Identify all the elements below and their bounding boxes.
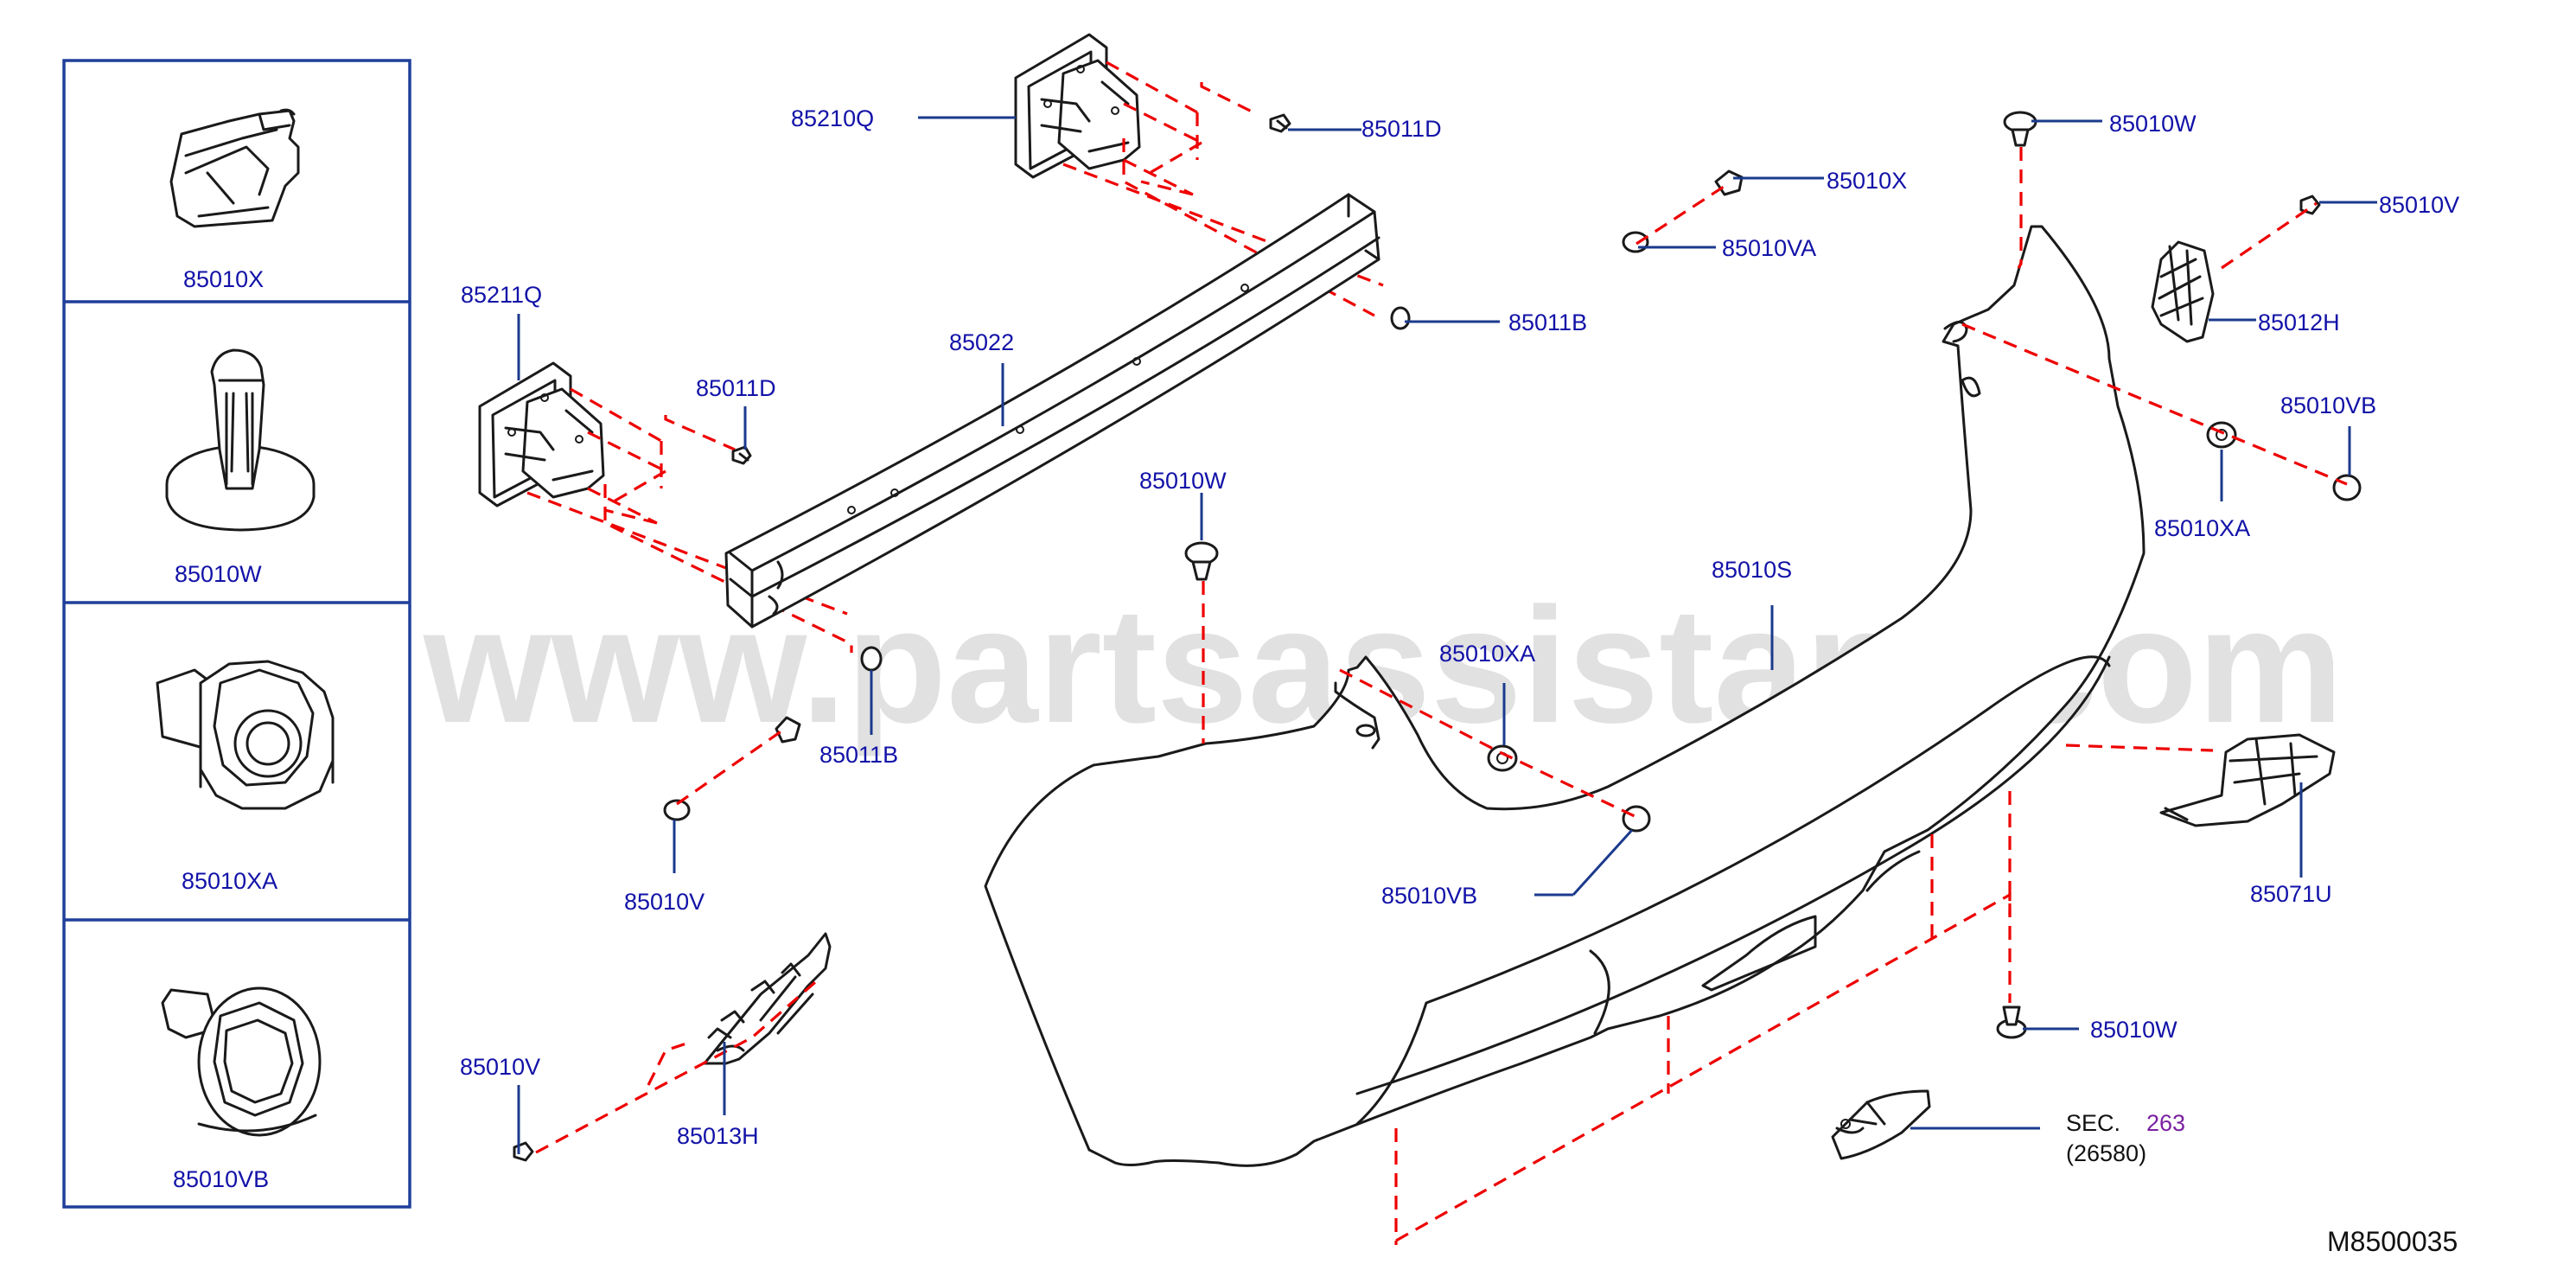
callout-85210q[interactable]: 85210Q: [791, 105, 874, 131]
nut-85011b-right-icon: [1390, 306, 1411, 330]
callout-85022[interactable]: 85022: [949, 329, 1014, 355]
screw-85011d-top-icon: [1269, 113, 1291, 133]
clip-85010x-icon: [169, 108, 300, 228]
clipnut-85010xa-right-icon: [2206, 421, 2237, 449]
callout-85010v-bottom[interactable]: 85010V: [460, 1054, 540, 1080]
legend-label-85010xa: 85010XA: [182, 868, 277, 894]
callout-85012h[interactable]: 85012H: [2258, 310, 2340, 335]
bracket-85071u[interactable]: [2159, 733, 2336, 827]
dashed-assembly-lines: [535, 147, 2348, 1245]
callout-85011d-top[interactable]: 85011D: [1361, 116, 1442, 142]
callout-85013h[interactable]: 85013H: [677, 1123, 759, 1149]
clip-85010x-icon: [1714, 169, 1744, 196]
pin-85010w-left-icon: [663, 799, 691, 821]
clip-85010v-left-icon: [775, 716, 801, 744]
bracket-85013h[interactable]: [703, 932, 832, 1065]
dashed-assembly-85211q: [526, 387, 853, 653]
legend-item-85010xa[interactable]: 85010XA: [156, 660, 335, 894]
fasteners: [513, 111, 2362, 1162]
pin-85010va-icon: [1622, 231, 1649, 253]
bolt-85010vb-icon: [161, 986, 322, 1137]
callout-85071u[interactable]: 85071U: [2250, 881, 2332, 907]
pin-85010w-icon: [165, 348, 316, 532]
callout-85010x[interactable]: 85010X: [1827, 168, 1907, 194]
screw-85011d-left-icon: [731, 445, 752, 465]
reinforcement-beam-85022[interactable]: [724, 193, 1380, 629]
legend-item-85010x[interactable]: 85010X: [169, 108, 300, 292]
clipnut-85010xa-icon: [156, 660, 335, 810]
callout-85010w-top[interactable]: 85010W: [2109, 111, 2197, 137]
callout-85011d-left[interactable]: 85011D: [696, 375, 776, 401]
callout-85010s[interactable]: 85010S: [1712, 557, 1792, 583]
bracket-85211q[interactable]: [478, 361, 605, 507]
callout-85010v-left[interactable]: 85010V: [624, 889, 705, 915]
bracket-85210q[interactable]: [1014, 33, 1141, 179]
pin-85010w-top-icon: [2003, 111, 2037, 147]
callout-sec-part: (26580): [2066, 1140, 2146, 1166]
leader-lines: [517, 116, 2377, 1154]
clipnut-85010xa-mid-icon: [1487, 744, 1518, 772]
callout-85011b-left[interactable]: 85011B: [819, 742, 898, 768]
callout-85010w-mid[interactable]: 85010W: [1139, 468, 1227, 494]
diagram-code: M8500035: [2327, 1226, 2458, 1257]
callout-85010vb-right[interactable]: 85010VB: [2280, 393, 2376, 418]
callout-sec-number-link[interactable]: 263: [2146, 1110, 2185, 1136]
callout-85211q[interactable]: 85211Q: [461, 282, 542, 308]
callout-labels: 85210Q 85011D 85211Q 85011D 85022 85011B…: [460, 105, 2459, 1166]
legend-label-85010x: 85010X: [183, 266, 264, 292]
legend-item-85010w[interactable]: 85010W: [165, 348, 316, 587]
callout-85010va[interactable]: 85010VA: [1722, 235, 1816, 261]
callout-sec-prefix: SEC.: [2066, 1110, 2120, 1136]
pin-85010w-mid-icon: [1184, 541, 1219, 581]
bracket-85012h[interactable]: [2151, 240, 2215, 343]
bumper-fascia-85010s[interactable]: [984, 225, 2146, 1167]
callout-85010xa-mid[interactable]: 85010XA: [1439, 641, 1535, 667]
legend-label-85010w: 85010W: [175, 561, 262, 587]
bolt-85010vb-mid-icon: [1622, 805, 1651, 833]
legend-panel: 85010X 85010W 85010XA: [62, 59, 411, 1209]
license-lamp-26580[interactable]: [1831, 1089, 1931, 1160]
callout-85010w-bottom[interactable]: 85010W: [2090, 1017, 2177, 1043]
callout-85010vb-mid[interactable]: 85010VB: [1381, 883, 1477, 909]
callout-85010xa-right[interactable]: 85010XA: [2154, 515, 2250, 541]
legend-label-85010vb: 85010VB: [173, 1166, 269, 1192]
callout-85011b-right[interactable]: 85011B: [1508, 310, 1587, 335]
nut-85011b-left-icon: [860, 646, 883, 672]
bolt-85010v-bottom-icon: [513, 1141, 534, 1162]
legend-item-85010vb[interactable]: 85010VB: [161, 986, 322, 1192]
callout-85010v-right[interactable]: 85010V: [2379, 192, 2459, 218]
pin-85010w-bottom-icon: [1996, 1005, 2027, 1039]
